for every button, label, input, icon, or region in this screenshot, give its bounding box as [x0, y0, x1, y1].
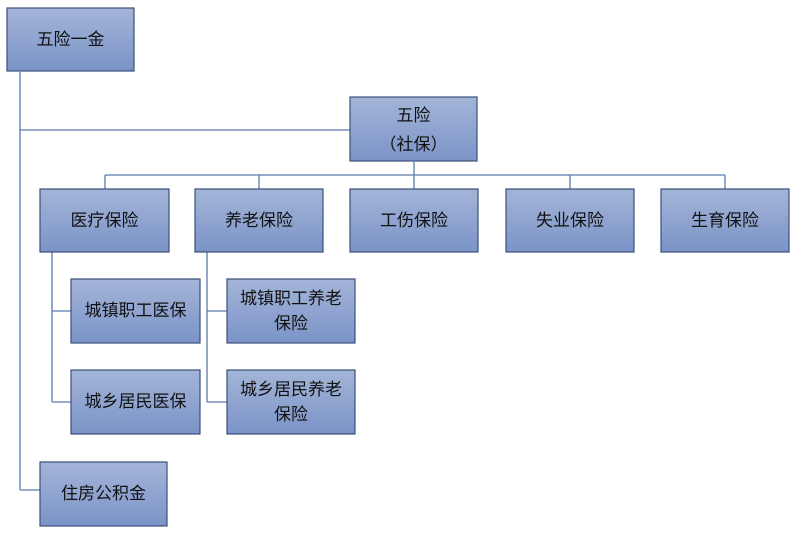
node-box — [349, 96, 478, 162]
node-housing-fund: 住房公积金 — [39, 461, 168, 527]
node-label-line1: 城乡居民养老 — [240, 380, 342, 400]
node-root: 五险一金 — [6, 7, 135, 72]
node-injury-insurance: 工伤保险 — [349, 188, 479, 253]
node-label: 生育保险 — [691, 211, 759, 231]
node-social-insurance: 五险 （社保） — [349, 96, 478, 162]
node-label-line1: 城镇职工养老 — [240, 289, 342, 309]
node-unemployment-insurance: 失业保险 — [505, 188, 635, 253]
node-box — [505, 188, 635, 253]
node-label-line2: 保险 — [274, 405, 308, 425]
node-label-line1: 五险 — [397, 106, 431, 126]
node-label: 医疗保险 — [71, 211, 139, 231]
node-box — [349, 188, 479, 253]
node-label: 住房公积金 — [61, 484, 146, 504]
node-label: 养老保险 — [225, 211, 293, 231]
node-box — [39, 188, 170, 253]
node-pension-insurance: 养老保险 — [194, 188, 324, 253]
node-box — [194, 188, 324, 253]
node-label: 工伤保险 — [380, 211, 448, 231]
node-box — [226, 278, 356, 344]
node-label: 五险一金 — [37, 30, 105, 50]
node-box — [226, 369, 356, 435]
node-box — [70, 278, 201, 344]
node-box — [660, 188, 790, 253]
node-box — [39, 461, 168, 527]
node-label-line2: 保险 — [274, 314, 308, 334]
node-label: 城乡居民医保 — [85, 392, 187, 412]
node-urban-employee-pension: 城镇职工养老 保险 — [226, 278, 356, 344]
node-medical-insurance: 医疗保险 — [39, 188, 170, 253]
node-label: 失业保险 — [536, 211, 604, 231]
node-urban-rural-resident-medical: 城乡居民医保 — [70, 369, 201, 435]
connectors — [19, 72, 726, 491]
node-box — [70, 369, 201, 435]
node-maternity-insurance: 生育保险 — [660, 188, 790, 253]
node-label-line2: （社保） — [380, 135, 448, 155]
node-urban-rural-resident-pension: 城乡居民养老 保险 — [226, 369, 356, 435]
node-urban-employee-medical: 城镇职工医保 — [70, 278, 201, 344]
node-label: 城镇职工医保 — [85, 301, 187, 321]
watermark — [560, 521, 760, 535]
node-box — [6, 7, 135, 72]
